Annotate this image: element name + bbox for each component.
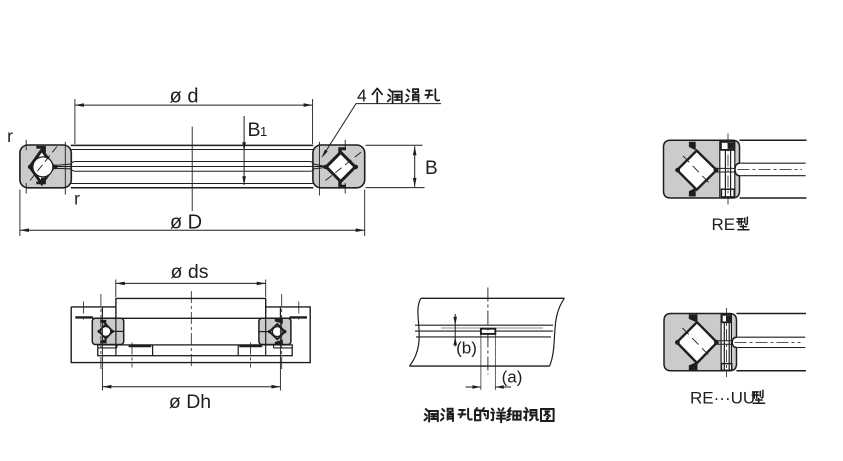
svg-text:ø d: ø d [170, 86, 199, 108]
svg-text:ø ds: ø ds [171, 261, 209, 283]
svg-text:4: 4 [357, 86, 367, 106]
svg-text:ø D: ø D [170, 211, 202, 233]
svg-text:(b): (b) [456, 339, 477, 358]
svg-text:r: r [74, 189, 80, 209]
svg-text:RE···UU: RE···UU [690, 389, 755, 408]
svg-text:(a): (a) [502, 368, 523, 387]
svg-text:ø Dh: ø Dh [169, 391, 211, 413]
svg-text:B: B [248, 119, 261, 141]
svg-text:1: 1 [260, 124, 267, 139]
svg-text:B: B [425, 158, 438, 179]
svg-text:r: r [7, 126, 13, 146]
svg-text:RE: RE [712, 215, 736, 234]
